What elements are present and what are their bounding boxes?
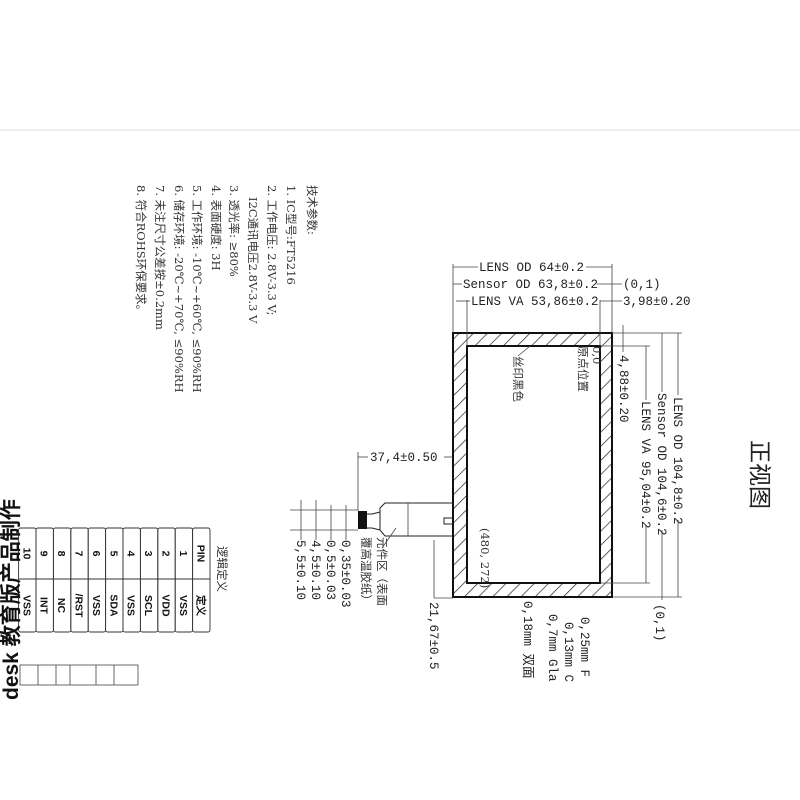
fpc-connector-pins (358, 511, 367, 529)
watermark: desk 教育版产品制作 (0, 499, 23, 700)
pin-table-row (35, 527, 54, 633)
stackup-layer: 0,18mm 双面 (520, 601, 535, 679)
pin-table-row (122, 527, 141, 633)
pin-dim-label: 0,35±0.03 (338, 540, 352, 608)
view-title: 正视图 (746, 440, 772, 509)
pin-number: 4 (125, 551, 137, 557)
origin-label: 原点位置 (576, 346, 590, 392)
stackup-layer: 0,7mm Gla (545, 614, 559, 682)
silkscreen-label: 丝印黑色 (511, 356, 525, 402)
pin-table-row (139, 527, 159, 633)
component-area-label: 元件区（表面 (375, 537, 389, 606)
tail-offset-label: 21,67±0.5 (426, 602, 440, 670)
pin-definition: VSS (20, 595, 32, 616)
lens-od-width-label: LENS OD 64±0.2 (479, 261, 584, 275)
spec-item: 5. 工作环境: -10℃~+60℃, ≤90%RH (190, 185, 204, 393)
va-offset-y-label: 4,88±0.20 (616, 355, 630, 423)
pin-number: 8 (55, 551, 67, 557)
tail-length-label: 37,4±0.50 (370, 451, 438, 465)
fpc-tail: 37,4±0.50 21,67±0.5 0,35±0.03 0,5±0.03 4… (290, 451, 453, 670)
stackup-layer: 0,13mm C (561, 622, 575, 682)
pin-number: 3 (142, 551, 154, 557)
pin-definition: VDD (160, 594, 172, 617)
sensor-od-height-label: Sensor OD 104,6±0.2 (654, 393, 668, 536)
pin-number: 10 (20, 548, 32, 560)
spec-item: 3. 透光率: ≥80% (227, 185, 241, 277)
origin-coord: 0,0 (590, 346, 604, 364)
pin-definition: 定义 (194, 594, 207, 616)
sensor-od-width-label: Sensor OD 63,8±0.2 (463, 278, 598, 292)
pin-number: 2 (160, 551, 172, 557)
pin-table-row (18, 527, 37, 633)
pin-definition: /RST (73, 594, 85, 619)
right-dimensions: LENS OD 104,8±0.2 Sensor OD 104,6±0.2 LE… (600, 325, 684, 642)
pin-dim-label: 5,5±0.10 (293, 540, 307, 600)
resolution-label: (480, 272) (478, 528, 492, 588)
pin-number: 7 (73, 551, 85, 557)
spec-item: 1. IC型号:FT5216 (284, 185, 298, 285)
pin-number: 6 (90, 551, 102, 557)
pin-dim-label: 0,5±0.03 (323, 540, 337, 600)
pin-number: 9 (38, 551, 50, 557)
stackup-notes: 0,25mm F 0,13mm C 0,7mm Gla 0,18mm 双面 (520, 601, 591, 682)
pin-table-title: 逻辑定义 (215, 546, 229, 592)
pin-definition: INT (38, 597, 50, 615)
pin-definition: VSS (125, 595, 137, 616)
pin-definition: VSS (90, 595, 102, 616)
pin-number: 1 (177, 551, 189, 557)
tech-specs: 技术参数: 1. IC型号:FT5216 2. 工作电压: 2.8V-3.3 V… (134, 185, 319, 393)
component-area-label: 覆高温胶纸） (359, 537, 373, 606)
pin-table-row (87, 527, 107, 633)
pin-table-row (174, 527, 194, 633)
va-offset-x-label: 3,98±0.20 (623, 295, 691, 309)
pin-definition: VSS (177, 595, 189, 616)
spec-item: 4. 表面硬度: 3H (209, 185, 223, 271)
pin-number: PIN (194, 545, 206, 563)
pin-table-header (192, 527, 211, 633)
lens-va-height-label: LENS VA 95,04±0.2 (638, 401, 652, 529)
pin-number: 5 (107, 551, 119, 557)
pin-definition: NC (55, 598, 67, 614)
spec-item: 2. 工作电压: 2.8V-3.3 V; (265, 185, 279, 316)
partial-table (19, 664, 139, 686)
stackup-layer: 0,25mm F (577, 617, 591, 677)
panel-annotations: 0,0 原点位置 丝印黑色 (480, 272) 正视图 (478, 345, 772, 588)
lens-va-width-label: LENS VA 53,86±0.2 (471, 295, 599, 309)
lens-od-height-label: LENS OD 104,8±0.2 (670, 397, 684, 525)
spec-item: 8. 符合ROHS环保要求。 (134, 185, 148, 316)
top-right-offset-label: (0,1) (623, 278, 661, 292)
top-dimensions: LENS OD 64±0.2 Sensor OD 63,8±0.2 LENS V… (452, 261, 691, 346)
spec-item: 6. 储存环境: -20℃~+70℃, ≤90%RH (172, 185, 186, 393)
bottom-right-offset-label: (0,1) (652, 604, 666, 642)
pin-table-row (52, 527, 72, 633)
pin-definition: SDA (107, 594, 119, 617)
spec-item: I2C通讯电压2.8V-3.3 V (246, 197, 260, 324)
pin-definition: SCL (142, 595, 154, 617)
pin-dim-label: 4,5±0.10 (308, 540, 322, 600)
specs-title: 技术参数: (305, 185, 319, 235)
spec-item: 7. 未注尺寸公差按±0.2mm (153, 185, 167, 330)
